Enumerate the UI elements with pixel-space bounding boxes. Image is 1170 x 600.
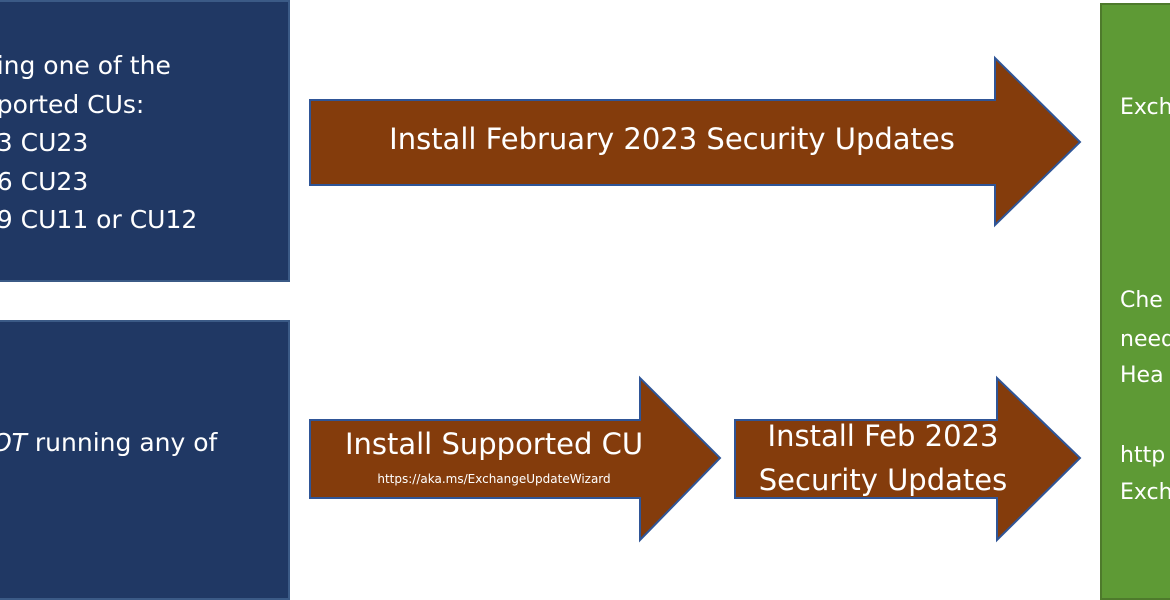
- right-line-4: Hea: [1120, 363, 1164, 388]
- arrow-install-security-updates: [309, 55, 1082, 228]
- current-cu-box: [0, 0, 290, 282]
- current-cu-text: nning one of the upported CUs: 013 CU23 …: [0, 47, 197, 240]
- arrow-top-label: Install February 2023 Security Updates: [389, 122, 955, 156]
- arrow-install-supported-cu: [309, 375, 722, 543]
- not-emphasis: OT: [0, 428, 27, 457]
- right-line-2: Che: [1120, 288, 1163, 313]
- unsupported-cu-box: [0, 320, 290, 600]
- arrow-br-line-1: Install Feb 2023: [767, 419, 999, 453]
- arrow-bl-label: Install Supported CU: [344, 427, 644, 461]
- running-any-of: running any of: [26, 428, 218, 457]
- arrow-install-feb-updates: [734, 375, 1082, 543]
- arrow-bl-link: https://aka.ms/ExchangeUpdateWizard: [377, 472, 611, 486]
- right-line-1: Exch: [1120, 95, 1170, 120]
- arrow-br-line-2: Security Updates: [758, 463, 1008, 497]
- right-line-6: Exch: [1120, 480, 1170, 505]
- top-line-3: 013 CU23: [0, 128, 89, 157]
- right-line-3: need: [1120, 327, 1170, 352]
- top-line-2: upported CUs:: [0, 89, 145, 119]
- top-line-1: nning one of the: [0, 51, 171, 80]
- right-line-5: http: [1120, 443, 1166, 468]
- result-box: [1100, 3, 1170, 600]
- top-line-4: 016 CU23: [0, 166, 89, 196]
- unsupported-cu-text: OT running any of: [0, 424, 217, 463]
- top-line-5: 019 CU11 or CU12: [0, 205, 198, 234]
